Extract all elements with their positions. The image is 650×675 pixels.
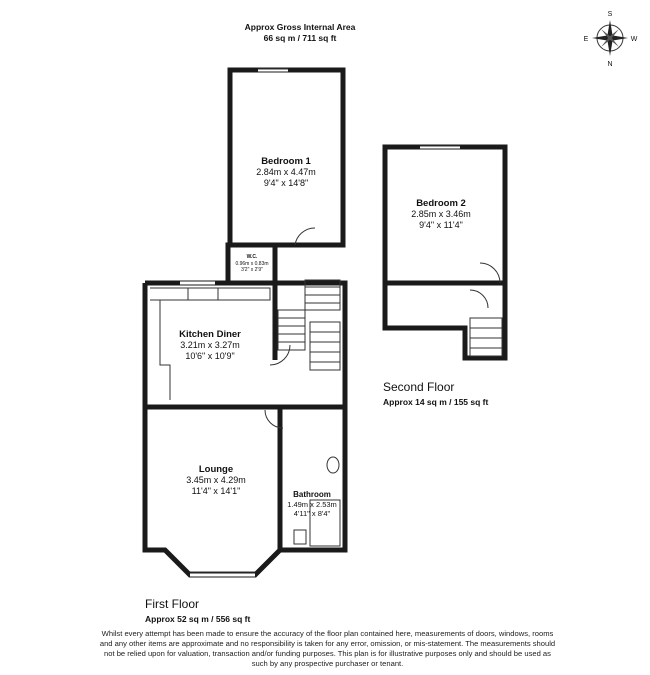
room-bathroom: Bathroom 1.49m x 2.53m 4'11" x 8'4" bbox=[287, 490, 337, 518]
room-imperial: 3'2" x 2'9" bbox=[241, 267, 263, 273]
ground-outline bbox=[142, 280, 348, 578]
second-floor-area: Approx 14 sq m / 155 sq ft bbox=[383, 397, 489, 407]
room-lounge: Lounge 3.45m x 4.29m 11'4" x 14'1" bbox=[186, 464, 246, 496]
room-bedroom-2: Bedroom 2 2.85m x 3.46m 9'4" x 11'4" bbox=[411, 198, 471, 230]
room-metric: 0.96m x 0.83m bbox=[235, 261, 268, 267]
second-floor-title: Second Floor bbox=[383, 380, 455, 394]
room-metric: 1.49m x 2.53m bbox=[287, 500, 337, 509]
first-floor-title: First Floor bbox=[145, 597, 199, 611]
second-floor-plan bbox=[382, 144, 508, 361]
room-name: Bedroom 2 bbox=[416, 198, 466, 209]
compass-e: E bbox=[584, 36, 589, 43]
room-name: W.C. bbox=[247, 254, 258, 260]
room-imperial: 11'4" x 14'1" bbox=[192, 486, 241, 496]
room-name: Bathroom bbox=[293, 490, 331, 499]
room-metric: 2.85m x 3.46m bbox=[411, 209, 471, 219]
room-bedroom-1: Bedroom 1 2.84m x 4.47m 9'4" x 14'8" bbox=[256, 156, 316, 188]
room-metric: 2.84m x 4.47m bbox=[256, 167, 316, 177]
room-imperial: 4'11" x 8'4" bbox=[294, 509, 331, 518]
disclaimer: Whilst every attempt has been made to en… bbox=[99, 629, 556, 668]
room-imperial: 10'6" x 10'9" bbox=[185, 351, 234, 361]
room-metric: 3.45m x 4.29m bbox=[186, 475, 246, 485]
room-imperial: 9'4" x 11'4" bbox=[419, 220, 463, 230]
room-metric: 3.21m x 3.27m bbox=[180, 340, 240, 350]
compass-icon: S E W N bbox=[584, 11, 638, 68]
header-area: 66 sq m / 711 sq ft bbox=[263, 33, 337, 43]
room-name: Kitchen Diner bbox=[179, 329, 241, 340]
compass-n: N bbox=[607, 61, 612, 68]
room-name: Lounge bbox=[199, 464, 233, 475]
compass-w: W bbox=[631, 36, 638, 43]
room-wc: W.C. 0.96m x 0.83m 3'2" x 2'9" bbox=[235, 254, 268, 273]
first-floor-plan bbox=[142, 67, 348, 578]
room-kitchen-diner: Kitchen Diner 3.21m x 3.27m 10'6" x 10'9… bbox=[179, 329, 241, 361]
stairs bbox=[277, 279, 341, 371]
room-imperial: 9'4" x 14'8" bbox=[264, 178, 308, 188]
compass-s: S bbox=[608, 11, 613, 18]
header-title: Approx Gross Internal Area bbox=[244, 22, 356, 32]
first-floor-area: Approx 52 sq m / 556 sq ft bbox=[145, 614, 251, 624]
room-name: Bedroom 1 bbox=[261, 156, 311, 167]
